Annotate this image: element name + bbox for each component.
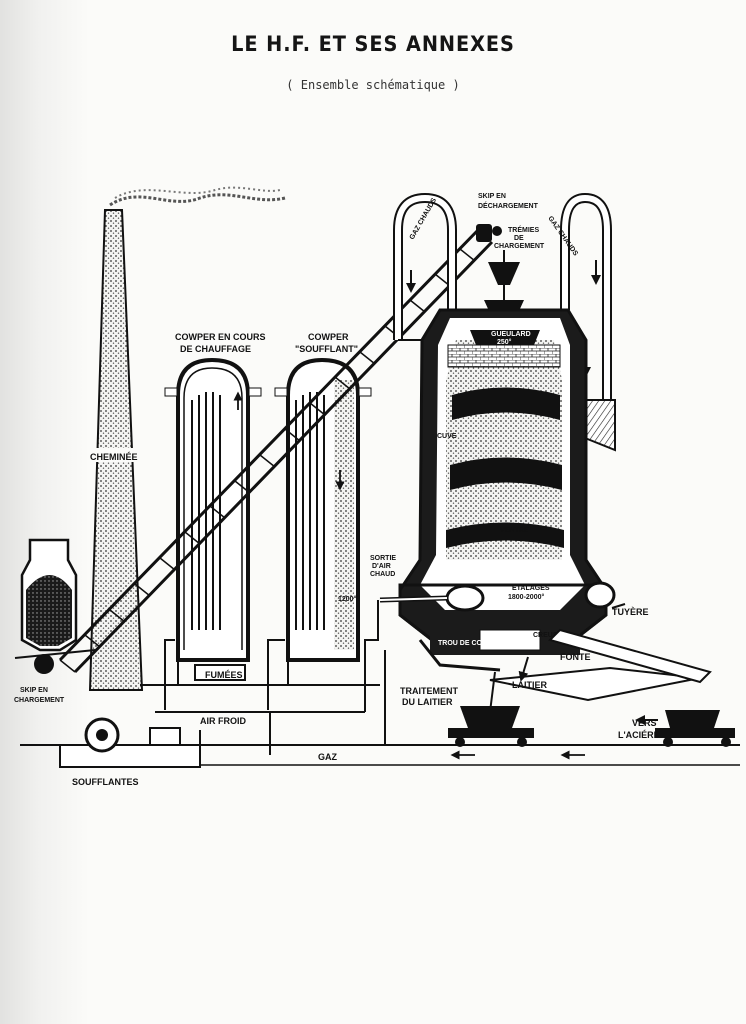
label-fonte: FONTE [560,652,591,662]
flow-arrows [233,391,585,760]
label-acierie-1: VERS [632,718,657,728]
tuyere-ring [379,581,626,612]
iron-car [635,710,735,747]
label-gueulard-2: 250° [497,338,512,346]
label-tremies-2: DE [514,235,524,242]
label-air-froid: AIR FROID [200,716,246,726]
label-cowper-soufflant-1: COWPER [308,332,349,342]
cowper-blowing [274,357,372,662]
label-sortie-air-3: CHAUD [370,571,395,578]
label-cowper-soufflant-2: "SOUFFLANT" [295,344,358,354]
label-cuve: CUVE [437,433,457,440]
label-ventre: VENTRE [500,527,529,534]
label-tremies-1: TRÉMIES [508,225,539,234]
slag-car [448,706,534,747]
blower [59,717,201,768]
piping [140,600,386,755]
label-traitement-2: DU LAITIER [402,697,453,707]
skip-loading [14,538,96,674]
label-sortie-air-2: D'AIR [372,563,391,570]
label-cowper-chauffage-2: DE CHAUFFAGE [180,344,251,354]
label-sortie-air-1: SORTIE [370,555,396,562]
label-skip-chargement-1: SKIP EN [20,687,48,694]
label-traitement-1: TRAITEMENT [400,686,458,696]
cast-floor [418,628,712,717]
label-laitier: LAITIER [512,680,547,690]
label-soufflantes: SOUFFLANTES [72,777,139,787]
label-cheminee: CHEMINÉE [90,452,138,462]
label-etalages-1: ÉTALAGES [512,583,550,592]
label-cowper-chauffage-1: COWPER EN COURS [175,332,266,342]
blast-furnace [398,308,608,655]
label-creuset: CREUSET [533,632,567,639]
cowper-heating [164,357,262,662]
label-skip-dechargement-2: DÉCHARGEMENT [478,201,539,210]
label-skip-chargement-2: CHARGEMENT [14,697,65,704]
page-subtitle: ( Ensemble schématique ) [286,78,460,92]
label-trou-de-coulee: TROU DE COULÉE [438,638,501,647]
label-temp-1200: 1200° [338,595,357,603]
label-gaz: GAZ [318,752,338,762]
label-skip-dechargement-1: SKIP EN [478,193,506,200]
label-fumees: FUMÉES [205,670,243,680]
skip-rail [58,224,502,674]
chimney [88,186,286,691]
label-acierie-2: L'ACIÉRIE [618,730,662,740]
label-tuyere: TUYÈRE [612,607,649,617]
label-gueulard-1: GUEULARD [491,331,531,338]
page-title: LE H.F. ET SES ANNEXES [231,32,515,56]
label-tremies-3: CHARGEMENT [494,243,545,250]
label-etalages-2: 1800-2000° [508,593,544,601]
